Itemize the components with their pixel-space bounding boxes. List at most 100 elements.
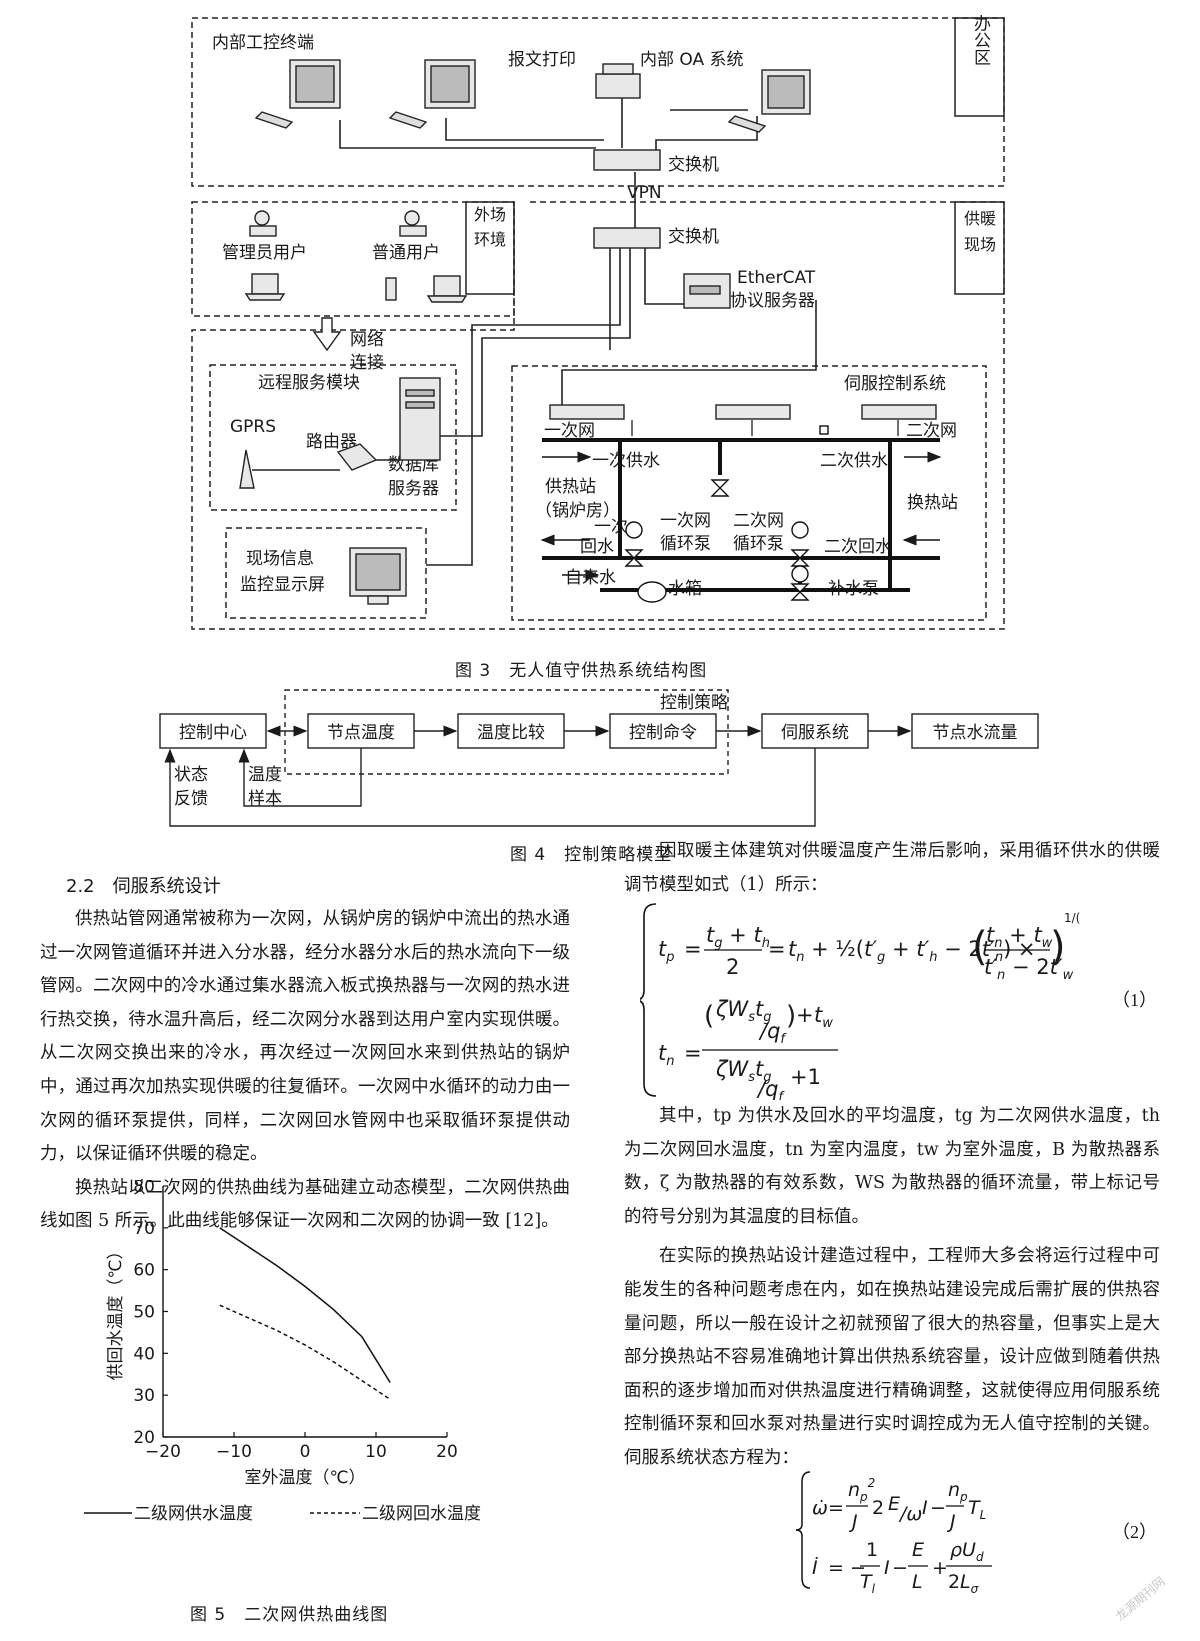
outfield-zone-box (191, 201, 515, 317)
monitor-label-2: 监控显示屏 (240, 575, 325, 595)
left-column: 供热站管网通常被称为一次网，从锅炉房的锅炉中流出的热水通过一次网管道循环并进入分… (40, 903, 570, 1239)
figure-3-diagram: 办公区 外场 环境 供暖 现场 内部工控终端 报文打印 内部 OA 系统 交换机… (191, 14, 1005, 630)
sample-label-2: 样本 (248, 789, 282, 809)
svg-text:tn: tn (658, 1041, 674, 1069)
svg-text:=: = (828, 1497, 844, 1519)
office-zone-label: 办公区 (970, 14, 991, 65)
y-tick-label: 70 (133, 1219, 155, 1239)
valve-icon (624, 549, 644, 567)
x-axis-label: 室外温度（℃） (244, 1468, 365, 1488)
svg-text:2: 2 (948, 1571, 960, 1593)
svg-text:Tl: Tl (860, 1571, 876, 1596)
ethercat-label-2: 协议服务器 (730, 291, 815, 311)
svg-text:−: − (892, 1557, 908, 1579)
svg-text:2: 2 (872, 1497, 884, 1519)
y-axis-label: 供回水温度（℃） (106, 1242, 126, 1380)
remote-title: 远程服务模块 (258, 373, 360, 393)
pump1-label-2: 循环泵 (660, 534, 711, 554)
svg-text:(: ( (972, 924, 988, 970)
field-label-box (954, 201, 1005, 295)
y-tick-label: 50 (133, 1303, 155, 1323)
servo-system-box (761, 713, 869, 749)
svg-text:np: np (948, 1479, 968, 1504)
x-tick-label: 10 (365, 1442, 387, 1462)
control-center-label: 控制中心 (179, 723, 247, 743)
strategy-label: 控制策略 (660, 693, 728, 713)
user-label: 普通用户 (372, 243, 440, 263)
figure-4-caption: 图 4 控制策略模型 (510, 845, 673, 865)
terminal1-line (339, 120, 596, 149)
computer-icon (388, 59, 476, 129)
svg-text:+: + (932, 1557, 948, 1579)
svg-text:/qf: /qf (756, 1077, 785, 1100)
svg-text:): ) (786, 1001, 796, 1031)
ethercat-label-1: EtherCAT (737, 268, 816, 288)
monitor-box (225, 527, 427, 619)
y-tick-label: 60 (133, 1261, 155, 1281)
printer-icon (595, 63, 641, 99)
equation-1-number: （1） (1112, 990, 1157, 1010)
router-label: 路由器 (306, 432, 357, 452)
temp-compare-box (457, 713, 565, 749)
svg-text:E: E (912, 1539, 924, 1561)
left-paragraph-1: 供热站管网通常被称为一次网，从锅炉房的锅炉中流出的热水通过一次网管道循环并进入分… (40, 909, 570, 1165)
y-tick-label: 40 (133, 1344, 155, 1364)
tap-label: 自来水 (565, 568, 616, 588)
valve-icon (790, 583, 810, 601)
computer-icon (254, 59, 341, 129)
svg-text:=: = (768, 937, 786, 961)
field-label-2: 现场 (964, 235, 996, 254)
node-flow-box (911, 713, 1039, 749)
section-title: 2.2 伺服系统设计 (66, 876, 221, 897)
svg-text:/ω: /ω (898, 1503, 922, 1525)
y-tick-label: 80 (133, 1180, 155, 1197)
ret2-label: 二次回水 (824, 537, 892, 557)
svg-text:): ) (1050, 924, 1066, 970)
admin-user-icon (249, 210, 277, 237)
series-line-2 (219, 1304, 391, 1400)
servo-title: 伺服控制系统 (844, 374, 946, 394)
gprs-label: GPRS (230, 417, 276, 437)
status-label-2: 反馈 (174, 789, 208, 809)
x-tick-label: 20 (436, 1442, 458, 1462)
valve-icon (790, 549, 810, 567)
legend-label-1: 二级网供水温度 (134, 1504, 253, 1524)
svg-text:ζWstg: ζWstg (715, 1057, 771, 1085)
svg-text:İ: İ (812, 1556, 818, 1579)
vpn-label: VPN (627, 183, 662, 203)
servo-controller (861, 404, 937, 420)
watermark: 龙源期刊网 (1112, 1574, 1168, 1624)
outfield-label-1: 外场 (474, 205, 506, 224)
legend-label-2: 二级网回水温度 (362, 1504, 481, 1524)
router-icon (336, 443, 378, 471)
field-label-1: 供暖 (964, 209, 996, 228)
pump-motor-icon (625, 521, 643, 539)
network-label-1: 网络 (350, 330, 384, 350)
svg-text:tn + ½(t′g + t′h − 2t′n) ×: tn + ½(t′g + t′h − 2t′n) × (788, 937, 1036, 965)
svg-text:E: E (888, 1493, 900, 1515)
switch-icon (593, 227, 661, 249)
svg-text:tg + th: tg + th (706, 923, 770, 951)
pump1-label-1: 一次网 (660, 511, 711, 531)
right-paragraph-1: 因取暖主体建筑对供暖温度产生滞后影响，采用循环供水的供暖调节模型如式（1）所示： (624, 841, 1160, 895)
series-line-1 (219, 1227, 391, 1384)
svg-text:+1: +1 (790, 1065, 821, 1089)
figure-4-diagram: 控制中心 节点温度 温度比较 控制命令 伺服系统 节点水流量 控制策略 状态 反… (159, 689, 1039, 827)
outfield-label-2: 环境 (474, 230, 506, 249)
terminal-label: 内部工控终端 (212, 33, 314, 53)
ethercat-line (644, 248, 700, 305)
pump-motor-icon (791, 565, 809, 583)
svg-text:2: 2 (726, 955, 739, 979)
secondary-net-label: 二次网 (906, 421, 957, 441)
y-tick-label: 30 (133, 1386, 155, 1406)
temp-compare-label: 温度比较 (477, 723, 545, 743)
right-column-top: 因取暖主体建筑对供暖温度产生滞后影响，采用循环供水的供暖调节模型如式（1）所示： (624, 835, 1160, 902)
outfield-label-box (465, 201, 515, 295)
x-tick-label: 0 (300, 1442, 311, 1462)
sensor-icon (819, 425, 829, 435)
svg-text:ω̇: ω̇ (812, 1497, 828, 1519)
bypass-valve-icon (710, 479, 730, 497)
control-cmd-box (609, 713, 717, 749)
monitor-label-1: 现场信息 (246, 549, 314, 569)
brace-icon (640, 903, 657, 1097)
